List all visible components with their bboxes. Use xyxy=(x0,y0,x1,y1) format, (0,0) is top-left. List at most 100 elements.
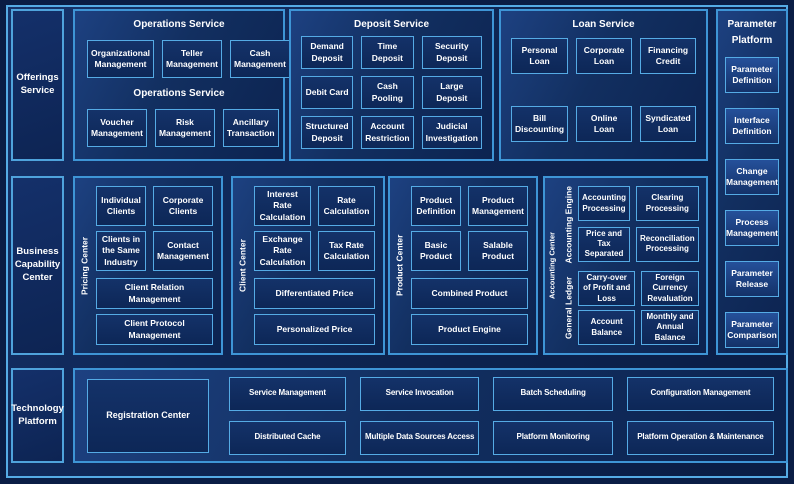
box-financing-credit: Financing Credit xyxy=(640,38,696,74)
box-time-deposit: Time Deposit xyxy=(361,36,414,69)
box-monthly-annual-balance: Monthly and Annual Balance xyxy=(641,310,699,345)
box-cash-management: Cash Management xyxy=(230,40,290,78)
pricing-center-content: Individual Clients Corporate Clients Cli… xyxy=(94,178,221,353)
box-client-protocol-management: Client Protocol Management xyxy=(96,314,213,345)
box-foreign-currency-revaluation: Foreign Currency Revaluation xyxy=(641,271,699,306)
box-client-relation-management: Client Relation Management xyxy=(96,278,213,309)
box-price-and-tax-separated: Price and Tax Separated xyxy=(578,226,630,262)
accounting-engine-vertical-label: Accounting Engine xyxy=(563,186,574,264)
client-center-vertical-label: Client Center xyxy=(237,239,248,292)
deposit-grid: Demand Deposit Time Deposit Security Dep… xyxy=(291,30,492,159)
box-distributed-cache: Distributed Cache xyxy=(229,420,346,455)
client-center-content: Interest Rate Calculation Rate Calculati… xyxy=(252,178,383,353)
box-platform-monitoring: Platform Monitoring xyxy=(493,420,613,455)
accounting-engine-grid: Accounting Processing Clearing Processin… xyxy=(578,186,699,263)
box-demand-deposit: Demand Deposit xyxy=(301,36,354,69)
box-personal-loan: Personal Loan xyxy=(511,38,569,74)
box-service-invocation: Service Invocation xyxy=(359,376,480,411)
general-ledger-vertical-label: General Ledger xyxy=(563,276,574,340)
box-batch-scheduling: Batch Scheduling xyxy=(493,376,613,411)
panel-client-center: Client Center Interest Rate Calculation … xyxy=(231,176,385,355)
product-center-vertical-label: Product Center xyxy=(394,234,405,297)
box-parameter-definition: Parameter Definition xyxy=(725,57,779,93)
box-bill-discounting: Bill Discounting xyxy=(511,106,569,142)
loan-grid: Personal Loan Corporate Loan Financing C… xyxy=(501,30,706,154)
operations-service-mid-label: Operations Service xyxy=(133,88,225,99)
panel-product-center: Product Center Product Definition Produc… xyxy=(388,176,538,355)
box-multiple-data-sources-access: Multiple Data Sources Access xyxy=(359,420,480,455)
box-platform-operation-maintenance: Platform Operation & Maintenance xyxy=(626,420,774,455)
box-product-definition: Product Definition xyxy=(411,186,462,226)
box-configuration-management: Configuration Management xyxy=(626,376,774,411)
box-interest-rate-calculation: Interest Rate Calculation xyxy=(254,186,311,226)
box-clearing-processing: Clearing Processing xyxy=(636,186,699,221)
box-judicial-investigation: Judicial Investigation xyxy=(421,116,482,149)
box-parameter-comparison: Parameter Comparison xyxy=(725,312,779,348)
box-salable-product: Salable Product xyxy=(468,231,528,271)
accounting-center-content: Accounting Engine Accounting Processing … xyxy=(559,178,707,353)
box-corporate-clients: Corporate Clients xyxy=(153,186,213,226)
box-carry-over-profit-loss: Carry-over of Profit and Loss xyxy=(578,271,636,306)
box-debit-card: Debit Card xyxy=(301,76,354,109)
box-basic-product: Basic Product xyxy=(411,231,462,271)
box-teller-management: Teller Management xyxy=(162,40,222,78)
parameter-platform-title: Parameter Platform xyxy=(727,19,777,46)
product-small-grid: Product Definition Product Management Ba… xyxy=(411,186,528,271)
box-cash-pooling: Cash Pooling xyxy=(361,76,414,109)
box-corporate-loan: Corporate Loan xyxy=(576,38,633,74)
panel-operations-service: Operations Service Organizational Manage… xyxy=(73,9,290,161)
box-differentiated-price: Differentiated Price xyxy=(254,278,375,309)
box-product-engine: Product Engine xyxy=(411,314,528,345)
general-ledger-group: General Ledger Carry-over of Profit and … xyxy=(559,271,699,345)
box-clients-same-industry: Clients in the Same Industry xyxy=(96,231,147,271)
box-ancillary-transaction: Ancillary Transaction xyxy=(222,109,279,147)
box-personalized-price: Personalized Price xyxy=(254,314,375,345)
box-risk-management: Risk Management xyxy=(154,109,215,147)
box-change-management: Change Management xyxy=(725,159,779,195)
box-security-deposit: Security Deposit xyxy=(421,36,482,69)
panel-technology-platform: Registration Center Service Management S… xyxy=(73,368,788,463)
deposit-service-title: Deposit Service xyxy=(353,19,430,30)
box-organizational-management: Organizational Management xyxy=(87,40,155,78)
box-interface-definition: Interface Definition xyxy=(725,108,779,144)
business-capability-center-label: Business Capability Center xyxy=(11,176,64,355)
operations-row-top: Organizational Management Teller Managem… xyxy=(75,40,290,78)
panel-loan-service: Loan Service Personal Loan Corporate Loa… xyxy=(499,9,708,161)
box-account-restriction: Account Restriction xyxy=(361,116,414,149)
panel-accounting-center: Accounting Center Accounting Engine Acco… xyxy=(543,176,708,355)
client-small-grid: Interest Rate Calculation Rate Calculati… xyxy=(254,186,375,271)
box-syndicated-loan: Syndicated Loan xyxy=(640,106,696,142)
box-online-loan: Online Loan xyxy=(576,106,633,142)
panel-pricing-center: Pricing Center Individual Clients Corpor… xyxy=(73,176,223,355)
panel-deposit-service: Deposit Service Demand Deposit Time Depo… xyxy=(289,9,494,161)
loan-service-title: Loan Service xyxy=(572,19,635,30)
box-voucher-management: Voucher Management xyxy=(87,109,147,147)
box-parameter-release: Parameter Release xyxy=(725,261,779,297)
box-rate-calculation: Rate Calculation xyxy=(318,186,375,226)
product-center-content: Product Definition Product Management Ba… xyxy=(409,178,536,353)
box-large-deposit: Large Deposit xyxy=(421,76,482,109)
box-tax-rate-calculation: Tax Rate Calculation xyxy=(318,231,375,271)
operations-row-bottom: Voucher Management Risk Management Ancil… xyxy=(75,109,283,147)
box-process-management: Process Management xyxy=(725,210,779,246)
pricing-small-grid: Individual Clients Corporate Clients Cli… xyxy=(96,186,213,271)
box-contact-management: Contact Management xyxy=(153,231,213,271)
box-product-management: Product Management xyxy=(468,186,528,226)
general-ledger-grid: Carry-over of Profit and Loss Foreign Cu… xyxy=(578,271,699,345)
box-combined-product: Combined Product xyxy=(411,278,528,309)
box-structured-deposit: Structured Deposit xyxy=(301,116,354,149)
pricing-center-vertical-label: Pricing Center xyxy=(79,236,90,295)
box-service-management: Service Management xyxy=(229,376,346,411)
accounting-engine-group: Accounting Engine Accounting Processing … xyxy=(559,186,699,263)
parameter-column: Parameter Definition Interface Definitio… xyxy=(718,49,786,356)
box-accounting-processing: Accounting Processing xyxy=(578,186,630,221)
box-individual-clients: Individual Clients xyxy=(96,186,147,226)
panel-parameter-platform: Parameter Platform Parameter Definition … xyxy=(716,9,788,355)
offerings-service-label: Offerings Service xyxy=(11,9,64,161)
box-exchange-rate-calculation: Exchange Rate Calculation xyxy=(254,231,311,271)
accounting-center-vertical-label: Accounting Center xyxy=(547,231,557,300)
box-reconciliation-processing: Reconciliation Processing xyxy=(636,226,699,262)
box-registration-center: Registration Center xyxy=(87,378,209,453)
operations-service-title: Operations Service xyxy=(133,19,225,30)
technology-grid: Service Management Service Invocation Ba… xyxy=(229,376,774,455)
